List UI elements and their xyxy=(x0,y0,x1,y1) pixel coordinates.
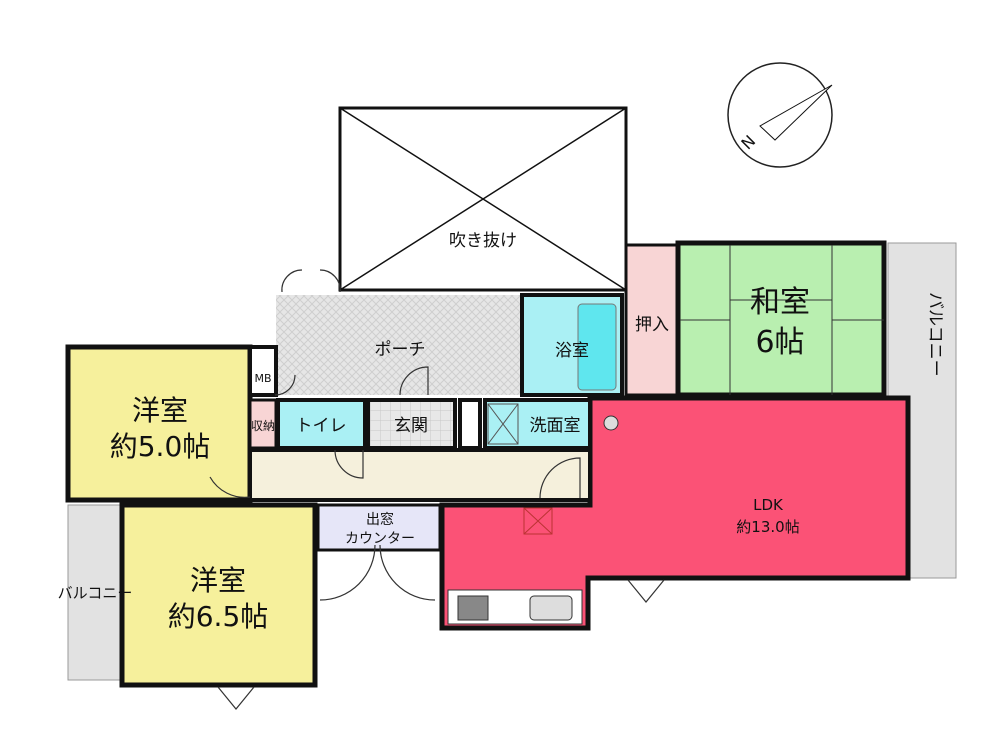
toilet-room xyxy=(276,398,367,450)
void-label: 吹き抜け xyxy=(449,231,517,251)
void-area xyxy=(338,106,628,292)
bay-window-line2: カウンター xyxy=(345,531,415,547)
western-room-2-name: 洋室 xyxy=(190,564,246,597)
western-room-1-name: 洋室 xyxy=(132,394,188,427)
bathtub xyxy=(577,303,617,391)
entrance-label: 玄関 xyxy=(394,416,428,436)
washing-machine-icon xyxy=(487,403,519,445)
toilet-label: トイレ xyxy=(296,416,347,436)
entrance xyxy=(366,398,457,450)
bath-label: 浴室 xyxy=(555,341,589,361)
stove-icon xyxy=(457,595,489,621)
hallway xyxy=(248,448,592,502)
porch xyxy=(276,295,520,395)
bay-window-line1: 出窓 xyxy=(366,511,394,528)
mb-label: MB xyxy=(254,372,271,385)
bay-window-counter xyxy=(316,503,442,552)
storage-x-icon xyxy=(523,507,553,535)
balcony-right-label: バルコニー xyxy=(925,292,945,377)
western-room-2-size: 約6.5帖 xyxy=(168,600,269,633)
ldk-size: 約13.0帖 xyxy=(736,518,799,536)
ldk-name: LDK xyxy=(753,496,784,514)
western-room-1 xyxy=(65,344,253,503)
basin-icon xyxy=(603,415,619,431)
western-room-1-size: 約5.0帖 xyxy=(110,430,211,463)
balcony-left-label: バルコニー xyxy=(58,584,133,602)
ldk-room xyxy=(439,395,911,631)
western-room-2 xyxy=(119,502,318,688)
washroom-label: 洗面室 xyxy=(530,416,581,436)
door-swings xyxy=(209,269,665,710)
shoe-cabinet xyxy=(458,398,482,450)
storage-label: 収納 xyxy=(251,419,275,433)
washitsu-size: 6帖 xyxy=(755,325,804,360)
mb-closet xyxy=(248,345,278,397)
sink-icon xyxy=(529,595,573,621)
porch-label: ポーチ xyxy=(375,340,426,360)
washitsu-name: 和室 xyxy=(750,285,810,320)
japanese-room xyxy=(675,240,887,398)
oshiire-label: 押入 xyxy=(635,315,669,335)
compass: N xyxy=(727,62,833,168)
